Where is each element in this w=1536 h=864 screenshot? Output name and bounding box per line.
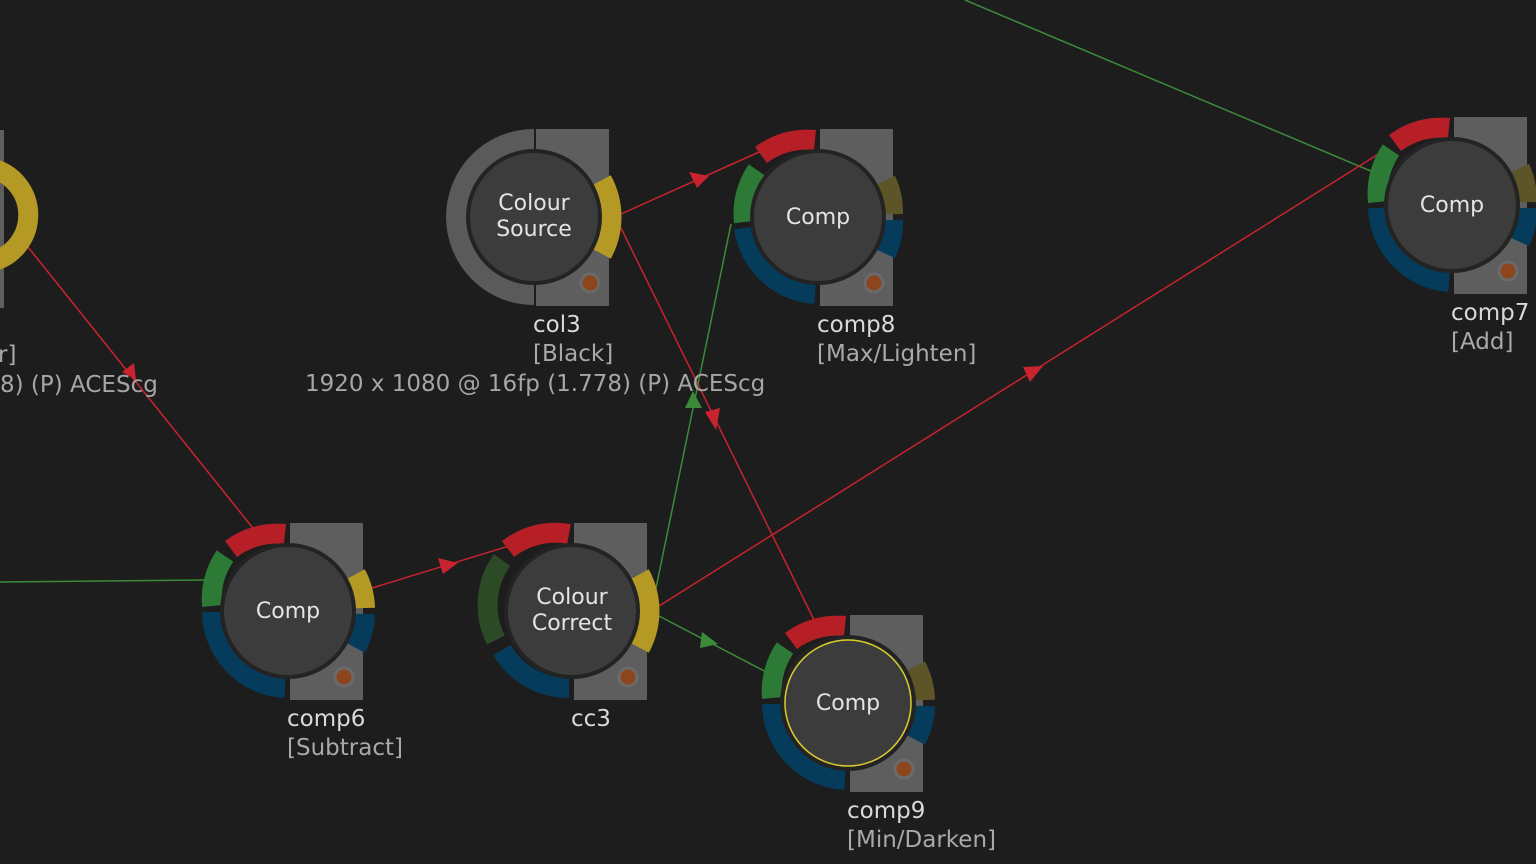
output-arc-yellow [346, 569, 375, 609]
node-comp7[interactable]: Comp comp7 [Add] [1367, 117, 1536, 355]
input-arc-green [761, 642, 794, 699]
link-partial-to-comp6[interactable] [15, 231, 257, 533]
format-label-left: 8) (P) ACEScg [0, 372, 158, 398]
node-mode: [Add] [1451, 329, 1513, 355]
input-arc-red [501, 522, 571, 558]
node-name: comp8 [817, 312, 895, 338]
input-arc-red [225, 523, 287, 558]
node-tab [0, 130, 4, 308]
node-indicator[interactable] [863, 272, 885, 294]
node-name: comp9 [847, 798, 925, 824]
node-body [504, 543, 640, 679]
output-arc-blue [1510, 207, 1536, 247]
node-indicator[interactable] [617, 666, 639, 688]
node-mode: [Black] [533, 341, 613, 367]
output-arc-blue [876, 219, 903, 259]
node-name: cc3 [571, 706, 611, 732]
link-cc3-to-comp7[interactable] [658, 147, 1389, 607]
input-arc-blue [493, 644, 570, 699]
output-arc-olive [906, 661, 935, 701]
node-body [780, 635, 916, 771]
node-mode: [Min/Darken] [847, 827, 996, 853]
source-ring [446, 129, 535, 305]
node-mode: [Max/Lighten] [817, 341, 976, 367]
node-comp6[interactable]: Comp comp6 [Subtract] [201, 523, 403, 761]
input-arc-green [733, 164, 766, 224]
link-arrow [122, 363, 136, 380]
link-to-comp6-green[interactable] [0, 579, 207, 583]
input-arc-blue [202, 611, 286, 698]
node-title: Colour [536, 585, 608, 610]
input-arc-red [785, 615, 847, 650]
node-comp8[interactable]: Comp comp8 [Max/Lighten] [733, 129, 977, 367]
input-arc-green [1367, 144, 1400, 204]
partial-node-mode: r] [0, 342, 16, 368]
link-cc3-to-comp9-green[interactable] [658, 615, 771, 675]
output-arc [593, 175, 622, 259]
node-indicator[interactable] [333, 666, 355, 688]
node-indicator[interactable] [893, 758, 915, 780]
output-arc-yellow [631, 569, 660, 653]
node-title: Colour [498, 191, 570, 216]
format-label-col3: 1920 x 1080 @ 16fp (1.778) (P) ACEScg [305, 371, 765, 397]
partial-node[interactable]: r] [0, 130, 39, 368]
node-title: Source [496, 217, 572, 242]
node-body [750, 149, 886, 285]
input-arc-blue [1368, 207, 1451, 292]
link-arrow [689, 172, 709, 188]
link-col3-to-comp9[interactable] [620, 227, 817, 625]
node-col3[interactable]: Colour Source col3 [Black] [446, 129, 622, 367]
output-arc-blue [906, 705, 935, 745]
node-mode: [Subtract] [287, 735, 403, 761]
link-arrow [700, 632, 718, 648]
node-indicator[interactable] [1497, 260, 1519, 282]
input-arc-green [201, 550, 234, 607]
node-title: Correct [532, 611, 613, 636]
output-arc-olive [876, 175, 903, 215]
node-body [220, 543, 356, 679]
link-arrow [1023, 366, 1043, 382]
link-to-comp7-green[interactable] [964, 0, 1374, 173]
node-indicator[interactable] [579, 272, 601, 294]
node-name: comp7 [1451, 300, 1529, 326]
selection-outline [784, 639, 912, 767]
links [0, 0, 1389, 675]
node-cc3[interactable]: Colour Correct cc3 [477, 522, 660, 732]
output-arc-olive [1510, 163, 1536, 203]
node-body [466, 149, 602, 285]
node-title: Comp [786, 205, 850, 230]
input-arc-red [1389, 117, 1451, 152]
link-arrow [685, 391, 702, 408]
node-body [1384, 137, 1520, 273]
input-arc-darkgreen [477, 554, 511, 645]
node-title: Comp [256, 599, 320, 624]
node-name: col3 [533, 312, 581, 338]
node-name: comp6 [287, 706, 365, 732]
node-comp9[interactable]: Comp comp9 [Min/Darken] [761, 615, 996, 853]
node-title: Comp [816, 691, 880, 716]
input-arc-red [755, 129, 817, 164]
output-arc [0, 160, 39, 270]
input-arc-blue [762, 703, 846, 790]
node-title: Comp [1420, 193, 1484, 218]
output-arc-blue [346, 613, 375, 653]
link-arrow [705, 408, 720, 430]
link-arrow [438, 558, 458, 574]
input-arc-blue [734, 226, 817, 304]
